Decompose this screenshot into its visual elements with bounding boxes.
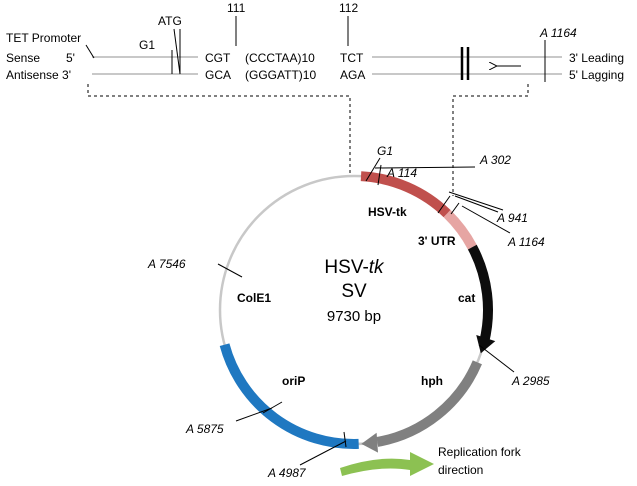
sense-label: Sense (6, 51, 40, 65)
leader-a114-tick (377, 164, 382, 186)
marker-leaders (217, 157, 515, 466)
marker-label-a7546: A 7546 (147, 257, 186, 271)
antisense-seq-2: AGA (340, 68, 365, 82)
leader-a302 (448, 191, 504, 211)
sense-seq-1: CGT (205, 51, 231, 65)
feature-label-hsv-tk: HSV-tk (368, 205, 407, 219)
leader-a5875-tick (262, 401, 283, 414)
marker-label-g1: G1 (377, 144, 393, 158)
feature-label-utr: 3' UTR (418, 234, 456, 248)
tet-promoter-label: TET Promoter (6, 31, 81, 45)
plasmid-map (218, 171, 496, 453)
cat-arc (467, 244, 493, 344)
leader-a941-tick (437, 195, 451, 214)
marker-label-a4987: A 4987 (267, 466, 307, 480)
tet-promoter-tick (85, 44, 95, 59)
lagging-label: 5' Lagging (569, 68, 624, 82)
leader-a4987 (299, 440, 347, 466)
marker-label-a5875: A 5875 (185, 422, 224, 436)
sense-seq-2: TCT (340, 51, 364, 65)
antisense-seq-1: GCA (205, 68, 231, 82)
g1-label: G1 (139, 38, 155, 52)
sense-5prime: 5' (66, 51, 75, 65)
marker-label-a114: A 114 (386, 166, 417, 180)
a1164-top-label: A 1164 (539, 26, 577, 40)
fork-label-line1: Replication fork (438, 445, 522, 459)
hph-arc (376, 360, 482, 447)
plasmid-name-line2: SV (341, 281, 367, 302)
leading-label: 3' Leading (569, 51, 624, 65)
cat-arrowhead (476, 335, 496, 354)
zoom-bracket-left (87, 84, 351, 174)
marker-label-a1164: A 1164 (507, 235, 545, 249)
hsv-tk-arc (360, 171, 451, 218)
feature-label-cole1: ColE1 (237, 291, 271, 305)
leader-g1 (365, 157, 381, 182)
leader-a7546 (217, 263, 243, 278)
plasmid-name: HSV-tk (324, 257, 385, 278)
feature-label-hph: hph (421, 374, 443, 388)
replication-fork-arrow (340, 452, 434, 476)
leader-a941 (454, 195, 499, 213)
pos-112-label: 112 (339, 1, 358, 15)
feature-label-cat: cat (458, 291, 475, 305)
leader-a1164-tick (450, 202, 460, 215)
marker-label-a302: A 302 (479, 153, 511, 167)
leader-a2985 (478, 344, 515, 373)
plasmid-name-prefix: HSV- (324, 257, 368, 278)
sense-repeat: (CCCTAA)10 (245, 51, 315, 65)
utr-arc (443, 210, 477, 250)
sequence-panel: TET Promoter G1 ATG 111 112 Sense 5' Ant… (6, 1, 624, 196)
leader-a4987-tick (343, 431, 347, 448)
antisense-repeat: (GGGATT)10 (245, 68, 316, 82)
fork-label-line2: direction (438, 463, 483, 477)
plasmid-name-italic: tk (369, 257, 385, 278)
leader-a5875 (235, 407, 273, 422)
marker-label-a941: A 941 (496, 211, 528, 225)
plasmid-size: 9730 bp (327, 308, 381, 325)
leader-a1164 (461, 205, 511, 234)
atg-tick-1 (173, 28, 181, 75)
antisense-label: Antisense 3' (6, 68, 71, 82)
atg-label: ATG (158, 14, 182, 28)
pos-111-label: 111 (227, 1, 246, 15)
leader-a114 (374, 166, 476, 169)
feature-label-orip: oriP (282, 374, 305, 388)
zoom-bracket-right (452, 84, 529, 196)
hph-arrowhead (361, 432, 379, 453)
marker-label-a2985: A 2985 (511, 374, 550, 388)
orip-arc (219, 343, 359, 449)
